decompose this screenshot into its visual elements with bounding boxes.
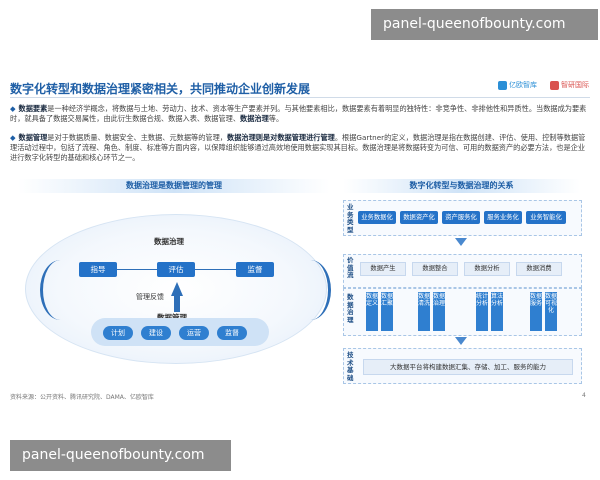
- paragraph-bold: 数据治理: [240, 114, 269, 123]
- gov-item: 数据可视化: [545, 292, 557, 331]
- watermark-top: panel-queenofbounty.com: [371, 9, 598, 40]
- paragraph-tail: 等。: [268, 114, 284, 123]
- business-item: 资产服务化: [442, 211, 480, 224]
- logo-zhiyan: 智研国际: [550, 80, 589, 90]
- governance-item-evaluate: 评估: [157, 262, 195, 277]
- paragraph-text: 是对于数据质量、数据安全、主数据、元数据等的管理，: [47, 133, 227, 142]
- paragraph-data-element: ◆数据要素是一种经济学概念，将数据与土地、劳动力、技术、资本等生产要素并列。与其…: [10, 104, 590, 124]
- business-type-label: 业务类型: [347, 203, 354, 234]
- gov-item: 统计分析: [476, 292, 488, 331]
- page-number: 4: [582, 392, 586, 399]
- management-item-build: 建设: [141, 326, 171, 340]
- connector-line: [195, 269, 236, 270]
- page-title: 数字化转型和数据治理紧密相关，共同推动企业创新发展: [10, 82, 311, 96]
- business-item: 业务智能化: [526, 211, 566, 224]
- paragraph-bold: 数据治理则是对数据管理进行管理: [227, 133, 335, 142]
- feedback-arrow-stem: [174, 294, 180, 312]
- value-item: 数据产生: [360, 262, 406, 276]
- gov-item: 数据治理: [433, 292, 445, 331]
- feedback-arrow-icon: [171, 282, 183, 296]
- title-divider: [10, 97, 590, 98]
- left-section-header: 数据治理是数据管理的管理: [18, 179, 330, 193]
- paragraph-text: 是一种经济学概念，将数据与土地、劳动力、技术、资本等生产要素并列。与其他要素相比…: [10, 104, 587, 123]
- management-item-operate: 运营: [179, 326, 209, 340]
- diamond-bullet-icon: ◆: [10, 104, 16, 113]
- management-item-plan: 计划: [103, 326, 133, 340]
- management-label: 数据管理: [157, 312, 187, 323]
- tech-foundation-text: 大数据平台将构建数据汇集、存储、加工、服务的能力: [363, 359, 573, 375]
- right-section-header: 数字化转型与数据治理的关系: [343, 179, 580, 193]
- gov-item: 算法分析: [491, 292, 503, 331]
- down-arrow-icon: [455, 238, 467, 246]
- gov-item: 数据汇聚: [381, 292, 393, 331]
- paragraph-term: 数据管理: [18, 133, 48, 142]
- data-governance-label: 数据治理: [347, 293, 354, 324]
- tech-foundation-label: 技术基础: [347, 351, 354, 382]
- value-item: 数据分析: [464, 262, 510, 276]
- value-item: 数据消费: [516, 262, 562, 276]
- governance-label: 数据治理: [154, 237, 184, 246]
- paragraph-term: 数据要素: [18, 104, 48, 113]
- business-item: 数据资产化: [400, 211, 438, 224]
- paragraph-data-management: ◆数据管理是对于数据质量、数据安全、主数据、元数据等的管理，数据治理则是对数据管…: [10, 133, 590, 163]
- cycle-arrow-left: [40, 260, 81, 320]
- paragraph-text-2: 。根据Gartner的定义，数据治理是指在数据创建、评估、使用、控制等数据管理活…: [10, 133, 586, 162]
- down-arrow-icon: [455, 337, 467, 345]
- gov-item: 数据服务: [530, 292, 542, 331]
- governance-item-guide: 指导: [79, 262, 117, 277]
- logo-yiou: 亿欧智库: [498, 80, 537, 90]
- business-item: 业务数据化: [358, 211, 396, 224]
- management-item-supervise: 监督: [217, 326, 247, 340]
- business-item: 服务业务化: [484, 211, 522, 224]
- value-item: 数据整合: [412, 262, 458, 276]
- diamond-bullet-icon: ◆: [10, 133, 16, 142]
- feedback-label: 管理反馈: [136, 293, 164, 301]
- value-stream-label: 价值流: [347, 256, 354, 279]
- gov-item: 数据清洗: [418, 292, 430, 331]
- gov-item: 数据定义: [366, 292, 378, 331]
- logo-zhiyan-text: 智研国际: [561, 81, 589, 89]
- source-note: 资料来源：公开资料、腾讯研究院、DAMA、亿欧智库: [10, 394, 154, 401]
- cycle-arrow-right: [290, 260, 331, 320]
- governance-item-supervise: 监督: [236, 262, 274, 277]
- logo-mark-icon: [498, 80, 507, 90]
- watermark-bottom: panel-queenofbounty.com: [10, 440, 231, 471]
- logo-mark-icon: [550, 80, 559, 90]
- logo-yiou-text: 亿欧智库: [509, 81, 537, 89]
- connector-line: [117, 269, 157, 270]
